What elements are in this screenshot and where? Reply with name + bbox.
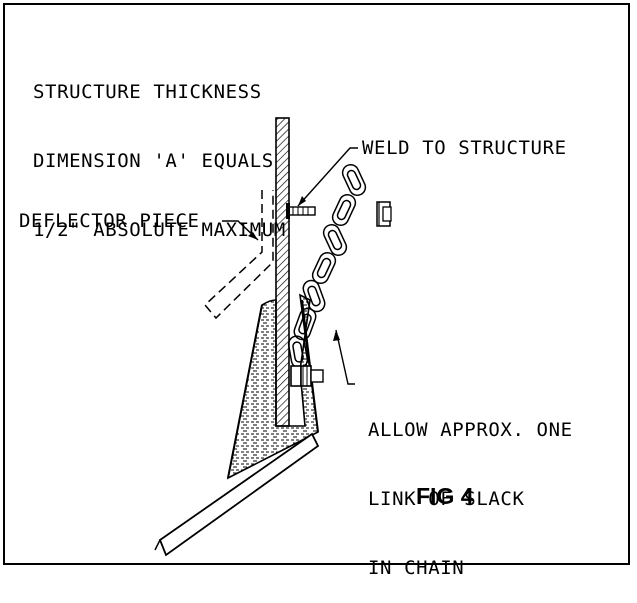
base-plate: [158, 432, 320, 557]
lower-bolt: [290, 365, 324, 387]
deflector-piece: [203, 190, 274, 320]
weld-note: WELD TO STRUCTURE: [362, 137, 567, 159]
slack-line-1: ALLOW APPROX. ONE: [368, 419, 573, 441]
figure-label: FIG 4: [416, 483, 474, 509]
thickness-line-1: STRUCTURE THICKNESS: [33, 81, 262, 103]
thickness-line-2: DIMENSION 'A' EQUALS: [33, 150, 274, 172]
slack-line-2: LINK OF SLACK: [368, 488, 525, 510]
leader-slack: [335, 329, 355, 385]
drawing-frame: [3, 3, 630, 565]
chain: [287, 163, 367, 369]
diagram-art: [154, 117, 392, 557]
leader-weld: [297, 147, 358, 207]
thickness-line-3: 1/2" ABSOLUTE MAXIMUM: [33, 219, 286, 241]
structure-plate: [275, 117, 290, 427]
slack-line-3: IN CHAIN: [368, 557, 465, 579]
deflector-note: DEFLECTOR PIECE: [19, 210, 200, 232]
thickness-note: STRUCTURE THICKNESS DIMENSION 'A' EQUALS…: [33, 35, 286, 265]
